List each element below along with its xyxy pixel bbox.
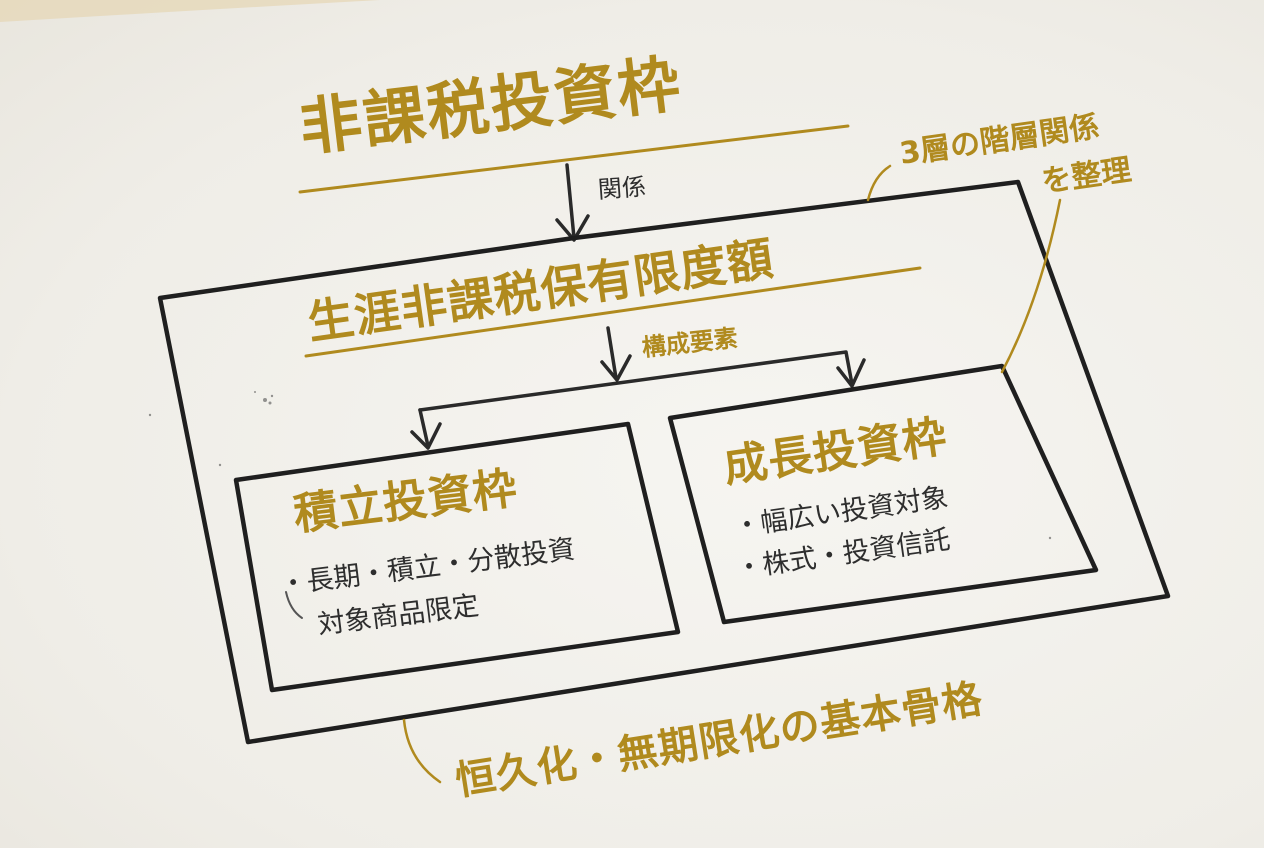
annotation-leader-right bbox=[1000, 198, 1062, 374]
title-underline bbox=[298, 124, 850, 194]
middle-underline bbox=[304, 266, 922, 358]
branch-line bbox=[418, 408, 430, 448]
relation-label: 関係 bbox=[597, 172, 647, 204]
outer-box bbox=[157, 179, 1171, 745]
footer-leader bbox=[402, 718, 442, 784]
right-box-border bbox=[667, 363, 1099, 625]
relation-arrow bbox=[565, 163, 576, 240]
left-box-border bbox=[233, 421, 681, 693]
annotation-leader-top bbox=[866, 164, 892, 202]
